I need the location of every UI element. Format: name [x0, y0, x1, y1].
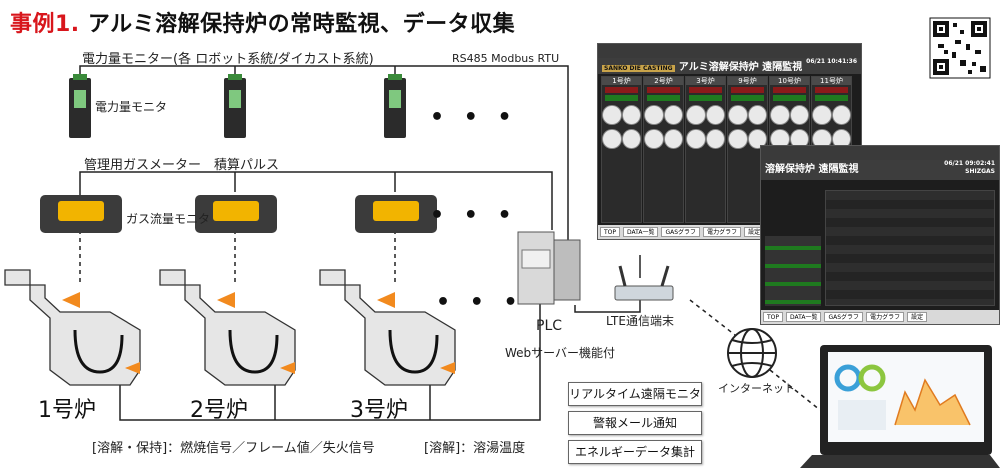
dashboard-main-time: 06/21 10:41:36 [806, 58, 857, 65]
plc-lte-line [574, 300, 641, 313]
page-title: 事例1. アルミ溶解保持炉の常時監視、データ収集 [10, 6, 515, 38]
internet-label: インターネット [718, 382, 795, 395]
gas-meter-bus-label: 管理用ガスメーター 積算パルス [84, 158, 280, 173]
web-server-label: Webサーバー機能付 [505, 346, 616, 360]
furnace-drawings [4, 269, 456, 386]
plc-icon [517, 231, 581, 305]
dashboard-main-title: アルミ溶解保持炉 遠隔監視 [678, 62, 803, 73]
nav-data-list-button[interactable]: DATA一覧 [623, 227, 659, 237]
plc-label: PLC [536, 318, 563, 334]
lte-label: LTE通信端末 [606, 314, 674, 328]
pulse-bus-line [79, 171, 553, 230]
nav-gas-graph-button[interactable]: GASグラフ [661, 227, 701, 237]
nav2-settings-button[interactable]: 設定 [907, 312, 928, 322]
dashboard-second-header: 溶解保持炉 遠隔監視 06/21 09:02:41 SHIZGAS [761, 160, 999, 180]
more-power-meters: • • • [430, 105, 518, 130]
nav2-data-list-button[interactable]: DATA一覧 [786, 312, 822, 322]
rs485-label: RS485 Modbus RTU [452, 52, 560, 65]
power-monitor-bus-label: 電力量モニター(各 ロボット系統/ダイカスト系統) [82, 52, 374, 67]
dashboard-second-window: 溶解保持炉 遠隔監視 06/21 09:02:41 SHIZGAS TOP DA… [760, 145, 1000, 325]
burner-flames [62, 292, 455, 374]
furnace-status-column [765, 236, 821, 306]
dashboard-second-brand: SHIZGAS [965, 168, 995, 175]
signals-right-label: [溶解]：溶湯温度 [424, 441, 526, 456]
case-number: 事例1. [10, 12, 80, 37]
gas-monitor-icons [40, 195, 437, 233]
title-text: アルミ溶解保持炉の常時監視、データ収集 [87, 12, 516, 37]
browser-chrome [598, 44, 861, 58]
nav2-top-button[interactable]: TOP [763, 312, 784, 322]
feature-energy-data: エネルギーデータ集計 [568, 440, 702, 464]
furnace-2-label: 2号炉 [190, 398, 248, 423]
globe-icon [727, 328, 777, 378]
nav2-power-graph-button[interactable]: 電力グラフ [866, 312, 905, 322]
feature-alert-mail: 警報メール通知 [568, 411, 702, 435]
browser-chrome-second [761, 146, 999, 160]
dashboard-brand: SANKO DIE CASTING [602, 65, 675, 72]
feature-realtime-monitor: リアルタイム遠隔モニター [568, 382, 702, 423]
more-gas-monitors: • • • [430, 203, 518, 228]
dashboard-main-header: SANKO DIE CASTING アルミ溶解保持炉 遠隔監視 06/21 10… [598, 58, 861, 74]
dashboard-second-time: 06/21 09:02:41 [944, 160, 995, 167]
nav-power-graph-button[interactable]: 電力グラフ [703, 227, 742, 237]
nav2-gas-graph-button[interactable]: GASグラフ [824, 312, 864, 322]
data-table [825, 190, 995, 306]
nav-top-button[interactable]: TOP [600, 227, 621, 237]
furnace-1-label: 1号炉 [38, 398, 96, 423]
rs485-bus-line [79, 65, 569, 240]
lte-router-icon [614, 265, 674, 301]
tile-furnace-1[interactable]: 1号炉 [601, 76, 642, 223]
more-furnaces: • • • [436, 290, 524, 315]
dashboard-second-title: 溶解保持炉 遠隔監視 [765, 164, 859, 175]
dashboard-second-nav: TOP DATA一覧 GASグラフ 電力グラフ 設定 [761, 310, 999, 324]
tile-furnace-9[interactable]: 9号炉 [727, 76, 768, 223]
tile-furnace-3[interactable]: 3号炉 [685, 76, 726, 223]
tile-furnace-2[interactable]: 2号炉 [643, 76, 684, 223]
gas-monitor-label: ガス流量モニタ [126, 212, 211, 226]
furnace-3-label: 3号炉 [350, 398, 408, 423]
power-meter-icons [69, 74, 406, 138]
dashboard-main-window: SANKO DIE CASTING アルミ溶解保持炉 遠隔監視 06/21 10… [597, 43, 862, 240]
qr-code-icon [929, 17, 991, 79]
signal-bus-line [119, 300, 541, 421]
signals-left-label: [溶解・保持]：燃焼信号／フレーム値／失火信号 [92, 441, 375, 456]
pc-monitor-icon [800, 345, 1000, 468]
power-meter-label: 電力量モニタ [95, 100, 168, 114]
